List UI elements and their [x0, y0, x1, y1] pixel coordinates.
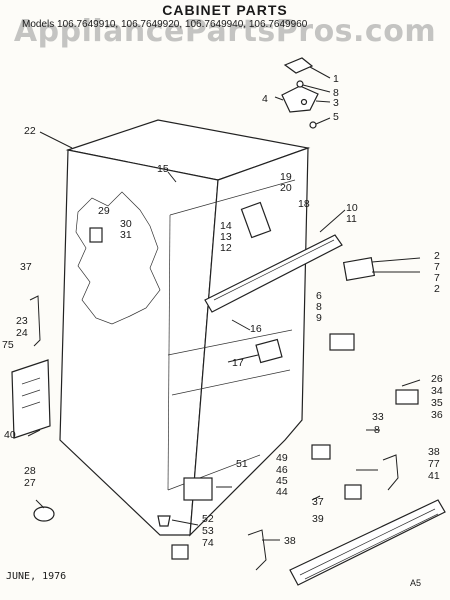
callout-49: 49 [276, 452, 288, 464]
control-bracket [255, 338, 283, 364]
callout-18: 18 [298, 198, 310, 210]
callout-27: 27 [24, 477, 36, 489]
callout-14: 14 [220, 220, 232, 232]
hinge-pin-strap [382, 454, 399, 491]
callout-7-top: 7 [434, 261, 440, 273]
insulation-cutaway [75, 191, 161, 325]
callout-9: 9 [316, 312, 322, 324]
callout-34: 34 [431, 385, 443, 397]
callout-28: 28 [24, 465, 36, 477]
callout-4: 4 [262, 93, 268, 105]
leveling-leg [157, 515, 171, 527]
hinge-bracket-lower [329, 333, 355, 351]
toe-grille [289, 499, 446, 586]
callout-41: 41 [428, 470, 440, 482]
callout-45: 45 [276, 475, 288, 487]
wire-clip [171, 544, 189, 560]
callout-37-bottom: 37 [312, 496, 324, 508]
callout-38-bottom: 38 [284, 535, 296, 547]
callout-8-mid: 8 [316, 301, 322, 313]
callout-20: 20 [280, 182, 292, 194]
clip-part [311, 444, 331, 460]
diagram-title: CABINET PARTS [162, 2, 288, 18]
callout-2-bottom: 2 [434, 283, 440, 295]
callout-74: 74 [202, 537, 214, 549]
callout-37-left: 37 [20, 261, 32, 273]
callout-10: 10 [346, 202, 358, 214]
bracket-part [344, 484, 362, 500]
model-numbers: Models 106.7649910, 106.7649920, 106.764… [22, 19, 308, 30]
callout-1: 1 [333, 73, 339, 85]
callout-2-top: 2 [434, 250, 440, 262]
callout-12: 12 [220, 242, 232, 254]
callout-53: 53 [202, 525, 214, 537]
callout-36: 36 [431, 409, 443, 421]
callout-33: 33 [372, 411, 384, 423]
callout-3: 3 [333, 97, 339, 109]
callout-30: 30 [120, 218, 132, 230]
callout-29: 29 [98, 205, 110, 217]
callout-39: 39 [312, 513, 324, 525]
callout-52: 52 [202, 513, 214, 525]
light-switch [240, 201, 272, 239]
cabinet-shell [59, 119, 311, 537]
callout-13: 13 [220, 231, 232, 243]
watermark: AppliancePartsPros.com [13, 14, 437, 49]
callout-leaders [27, 131, 421, 541]
callout-24: 24 [16, 327, 28, 339]
callout-16: 16 [250, 323, 262, 335]
callout-23: 23 [16, 315, 28, 327]
callout-15: 15 [157, 163, 169, 175]
door-stop [395, 389, 419, 405]
callout-77: 77 [428, 458, 440, 470]
callout-38-right: 38 [428, 446, 440, 458]
caster-wheel [33, 499, 55, 522]
back-access-panel [11, 359, 51, 439]
publication-date: JUNE, 1976 [6, 571, 67, 582]
callout-75: 75 [2, 339, 14, 351]
top-hinge-assembly [274, 57, 331, 129]
tube-clip [29, 295, 41, 347]
callout-17: 17 [232, 357, 244, 369]
callout-35: 35 [431, 397, 443, 409]
hinge-bracket-right [342, 257, 376, 281]
callout-6: 6 [316, 290, 322, 302]
callout-26: 26 [431, 373, 443, 385]
callout-46: 46 [276, 464, 288, 476]
divider-rail [204, 234, 343, 313]
callout-51: 51 [236, 458, 248, 470]
callout-19: 19 [280, 171, 292, 183]
leveling-bracket [183, 477, 213, 501]
grille-bracket [247, 529, 267, 571]
callout-11: 11 [346, 213, 357, 225]
callout-22: 22 [24, 125, 36, 137]
callout-5: 5 [333, 111, 339, 123]
page-code: A5 [410, 578, 422, 588]
callout-44: 44 [276, 486, 288, 498]
callout-8: 8 [333, 87, 339, 99]
callout-31: 31 [120, 229, 132, 241]
callout-8-low: 8 [374, 424, 380, 436]
callout-7-bottom: 7 [434, 272, 440, 284]
latch-part [89, 227, 103, 243]
callout-40: 40 [4, 429, 16, 441]
